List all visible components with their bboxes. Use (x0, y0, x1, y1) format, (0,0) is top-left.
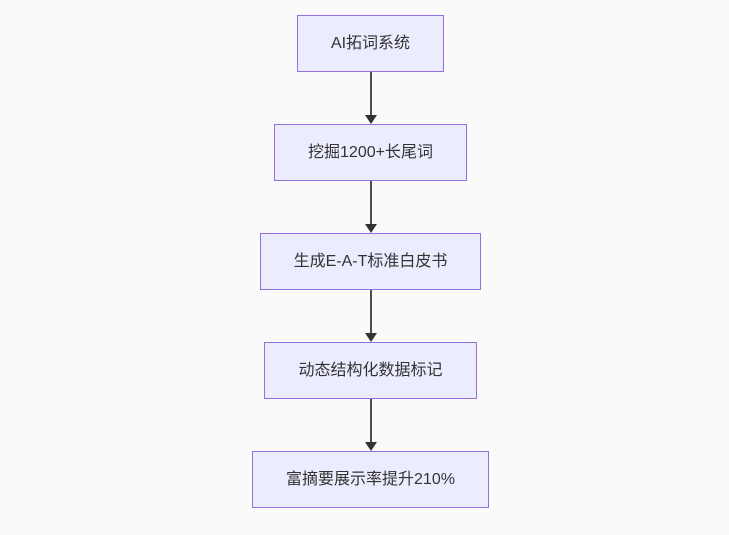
flow-node-label: 动态结构化数据标记 (298, 361, 443, 379)
flow-node-structured-data-markup: 动态结构化数据标记 (264, 342, 477, 399)
flow-node-label: 富摘要展示率提升210% (286, 470, 455, 488)
flow-node-label: 挖掘1200+长尾词 (308, 143, 433, 161)
arrowhead-icon (364, 224, 377, 233)
flow-node-eat-whitepaper: 生成E-A-T标准白皮书 (259, 233, 482, 290)
arrow-down-icon (364, 399, 377, 451)
flow-node-label: AI拓词系统 (330, 34, 411, 52)
arrow-line (369, 290, 372, 333)
flow-node-ai-word-expansion: AI拓词系统 (296, 15, 445, 72)
arrow-down-icon (364, 290, 377, 342)
arrowhead-icon (364, 442, 377, 451)
arrow-down-icon (364, 72, 377, 124)
arrow-line (369, 181, 372, 224)
arrowhead-icon (364, 333, 377, 342)
flow-node-label: 生成E-A-T标准白皮书 (293, 252, 448, 270)
arrowhead-icon (364, 115, 377, 124)
arrow-line (369, 72, 372, 115)
arrow-down-icon (364, 181, 377, 233)
arrow-line (369, 399, 372, 442)
flow-node-longtail-mining: 挖掘1200+长尾词 (274, 124, 467, 181)
flowchart: AI拓词系统 挖掘1200+长尾词 生成E-A-T标准白皮书 动态结构化数据标记… (6, 0, 729, 508)
flow-node-rich-snippet-result: 富摘要展示率提升210% (252, 451, 489, 508)
